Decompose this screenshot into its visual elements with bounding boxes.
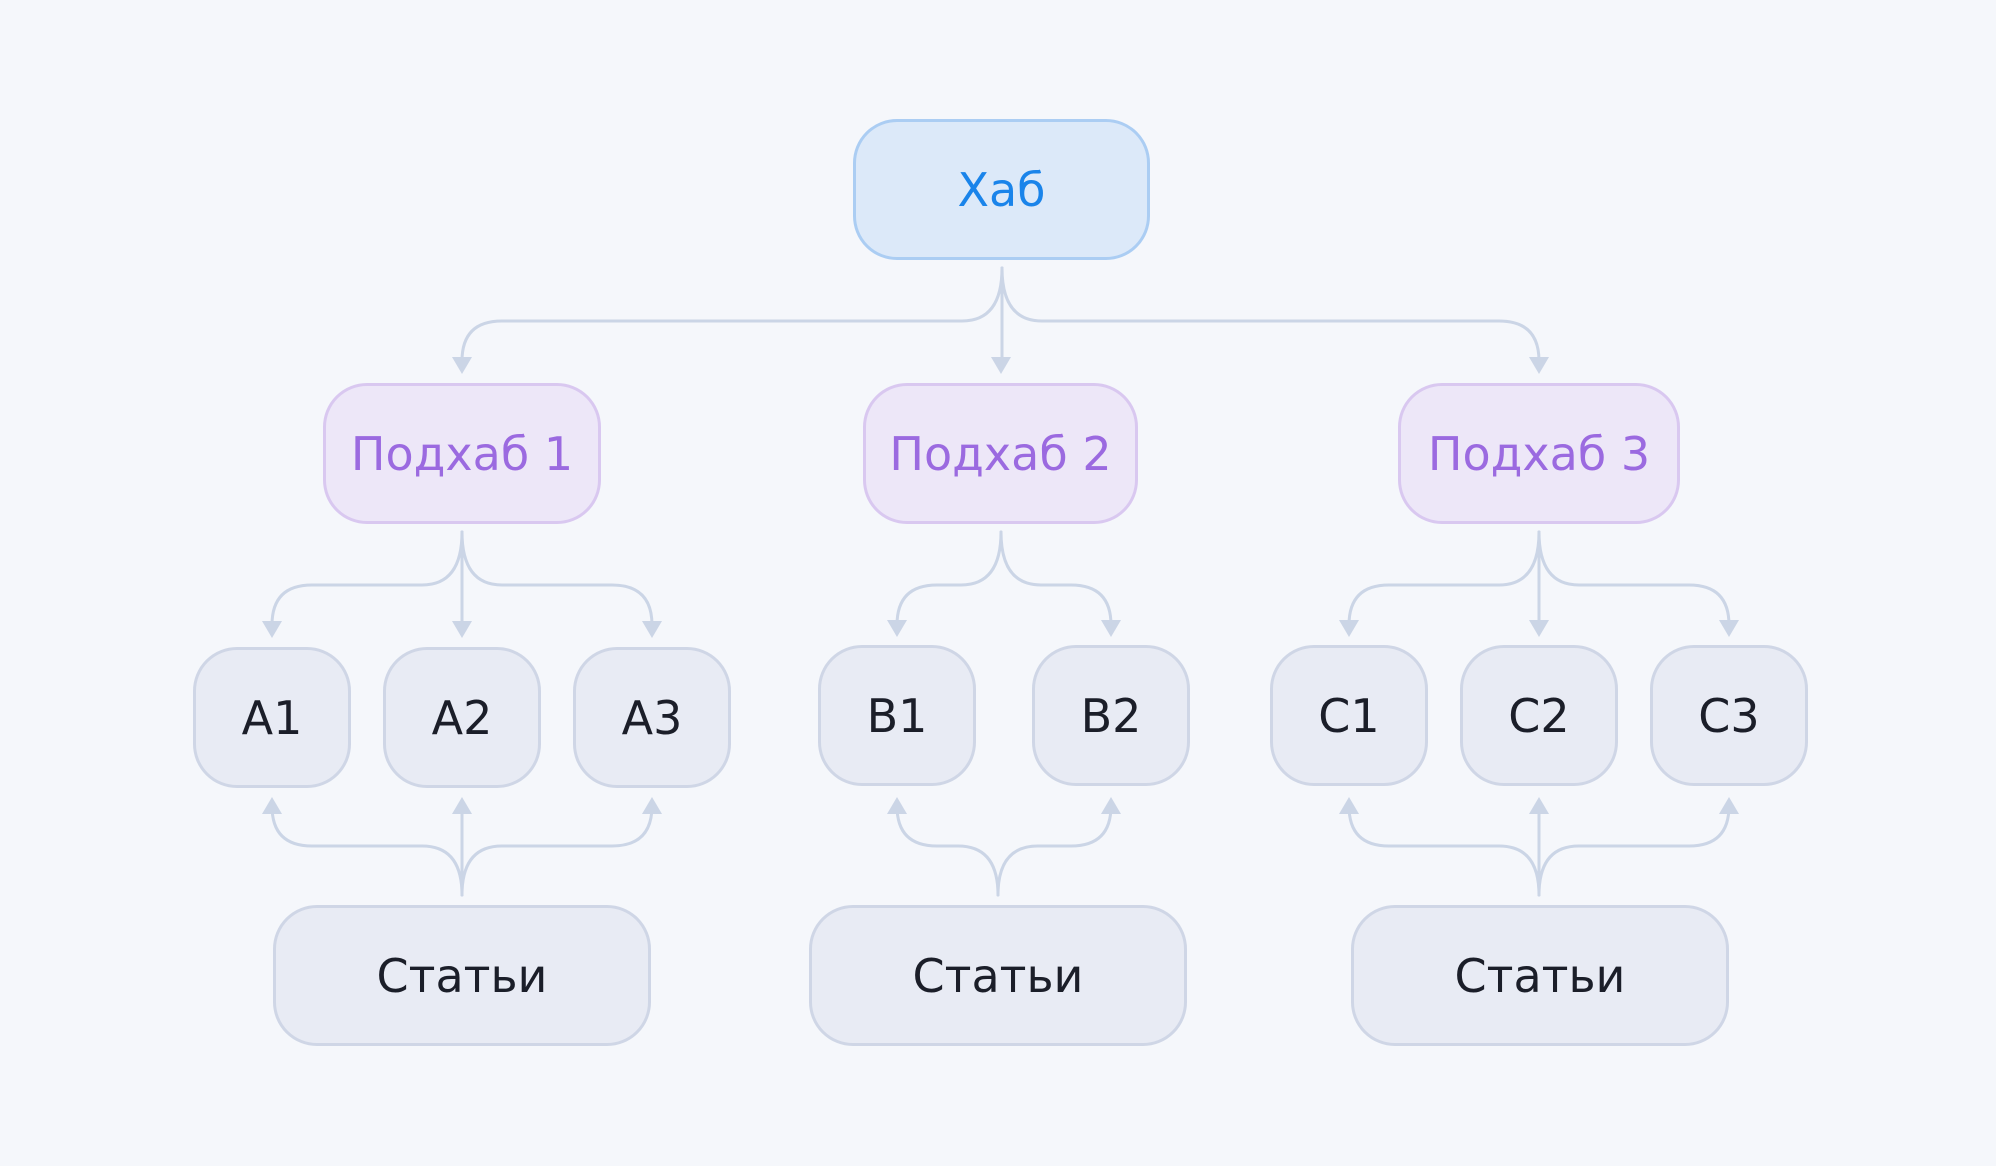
- articles1-to-leaf-arrow-2: [452, 797, 472, 814]
- subhub2-to-leaf-arrow-2: [1101, 620, 1121, 637]
- leaf-a3-label: A3: [621, 690, 683, 745]
- articles3-to-leaf-arrow-3: [1719, 797, 1739, 814]
- leaf-b1-node: B1: [818, 645, 976, 786]
- subhub1-to-leaf-arrow-2: [452, 621, 472, 638]
- hub-to-subhub-arrow-1: [452, 357, 472, 374]
- articles-1-label: Статьи: [376, 948, 548, 1003]
- subhub-1-label: Подхаб 1: [350, 426, 574, 481]
- hub-to-subhub-connector-3: [1000, 266, 1541, 364]
- subhub1-to-leaf-connector-3: [460, 530, 654, 628]
- articles2-to-leaf-arrow-1: [887, 797, 907, 814]
- articles-2-label: Статьи: [912, 948, 1084, 1003]
- leaf-b2-label: B2: [1080, 688, 1142, 743]
- subhub-2-label: Подхаб 2: [889, 426, 1112, 481]
- subhub3-to-leaf-arrow-3: [1719, 620, 1739, 637]
- leaf-c2-node: C2: [1460, 645, 1618, 786]
- articles1-to-leaf-arrow-3: [642, 797, 662, 814]
- subhub1-to-leaf-connector-1: [270, 530, 464, 628]
- articles-1-node: Статьи: [273, 905, 651, 1046]
- leaf-a2-node: A2: [383, 647, 541, 788]
- articles1-to-leaf-arrow-1: [262, 797, 282, 814]
- subhub1-to-leaf-arrow-1: [262, 621, 282, 638]
- articles1-to-leaf-connector-1: [270, 804, 464, 897]
- subhub-2-node: Подхаб 2: [863, 383, 1138, 524]
- leaf-c3-label: C3: [1698, 688, 1760, 743]
- subhub2-to-leaf-arrow-1: [887, 620, 907, 637]
- leaf-a1-label: A1: [241, 690, 303, 745]
- leaf-b1-label: B1: [866, 688, 928, 743]
- subhub3-to-leaf-arrow-1: [1339, 620, 1359, 637]
- leaf-c3-node: C3: [1650, 645, 1808, 786]
- articles-3-label: Статьи: [1454, 948, 1626, 1003]
- hub-node: Хаб: [853, 119, 1150, 260]
- articles2-to-leaf-arrow-2: [1101, 797, 1121, 814]
- subhub-1-node: Подхаб 1: [323, 383, 601, 524]
- leaf-b2-node: B2: [1032, 645, 1190, 786]
- articles-2-node: Статьи: [809, 905, 1187, 1046]
- hub-label: Хаб: [957, 162, 1046, 217]
- hub-to-subhub-arrow-2: [991, 357, 1011, 374]
- articles3-to-leaf-connector-3: [1537, 804, 1731, 897]
- hub-to-subhub-arrow-3: [1529, 357, 1549, 374]
- subhub-3-label: Подхаб 3: [1427, 426, 1651, 481]
- hub-to-subhub-connector-1: [460, 266, 1004, 364]
- leaf-a3-node: A3: [573, 647, 731, 788]
- articles-3-node: Статьи: [1351, 905, 1729, 1046]
- subhub3-to-leaf-connector-3: [1537, 530, 1731, 627]
- subhub-3-node: Подхаб 3: [1398, 383, 1680, 524]
- leaf-c2-label: C2: [1508, 688, 1570, 743]
- articles2-to-leaf-connector-2: [996, 804, 1113, 897]
- subhub3-to-leaf-connector-1: [1347, 530, 1541, 627]
- subhub2-to-leaf-connector-1: [895, 530, 1003, 627]
- subhub3-to-leaf-arrow-2: [1529, 620, 1549, 637]
- leaf-c1-node: C1: [1270, 645, 1428, 786]
- leaf-c1-label: C1: [1318, 688, 1380, 743]
- articles2-to-leaf-connector-1: [895, 804, 1000, 897]
- subhub1-to-leaf-arrow-3: [642, 621, 662, 638]
- articles3-to-leaf-connector-1: [1347, 804, 1541, 897]
- leaf-a1-node: A1: [193, 647, 351, 788]
- articles1-to-leaf-connector-3: [460, 804, 654, 897]
- leaf-a2-label: A2: [431, 690, 493, 745]
- subhub2-to-leaf-connector-2: [999, 530, 1113, 627]
- articles3-to-leaf-arrow-1: [1339, 797, 1359, 814]
- articles3-to-leaf-arrow-2: [1529, 797, 1549, 814]
